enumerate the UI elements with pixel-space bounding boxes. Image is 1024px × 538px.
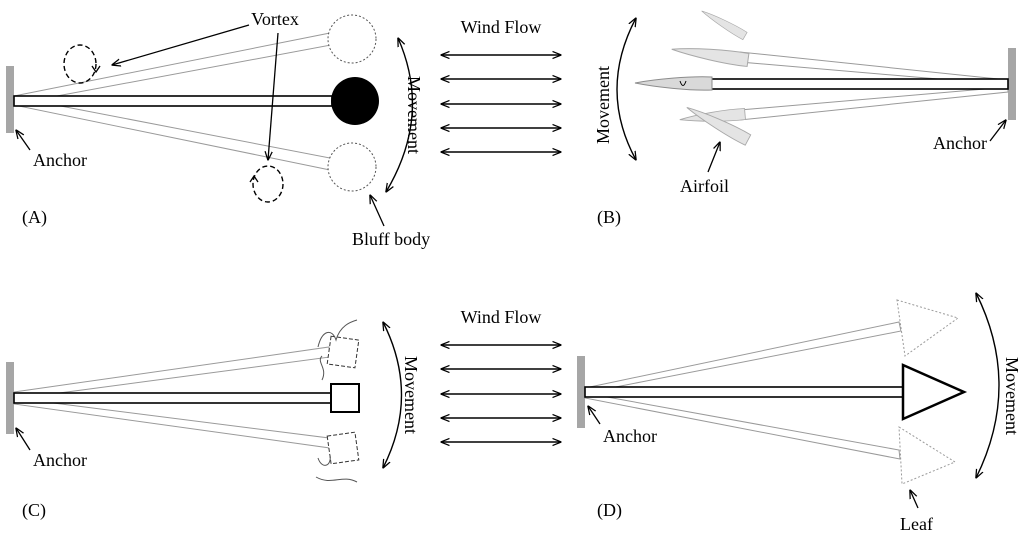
- anchor-a: [6, 66, 14, 133]
- leaf-label: Leaf: [900, 514, 933, 534]
- movement-label-b: Movement: [593, 66, 613, 144]
- anchor-label-c: Anchor: [33, 450, 87, 470]
- panel-c: Movement Anchor (C): [6, 319, 421, 521]
- anchor-b: [1008, 48, 1016, 120]
- beam-c: [13, 392, 332, 404]
- airfoil-ghost-lower-tilted: [686, 107, 752, 146]
- beam-a: [13, 95, 333, 107]
- movement-arrow-d: [976, 293, 1000, 478]
- panel-a: Vortex Movement Anchor Bluff body (A): [6, 9, 430, 249]
- panel-a-tag: (A): [22, 207, 47, 228]
- vortex-upper: [63, 44, 97, 84]
- vortex-lower: [252, 165, 284, 203]
- anchor-c: [6, 362, 14, 434]
- vortex-pointer-upper: [112, 24, 250, 65]
- movement-arrow-b: [616, 18, 636, 160]
- vortex-upper-rotation-arrow: [91, 65, 101, 74]
- panel-b: Movement Anchor Airfoil (B): [593, 10, 1016, 228]
- anchor-d: [577, 356, 585, 428]
- bluff-body: [331, 77, 379, 125]
- panel-c-tag: (C): [22, 500, 46, 521]
- wind-flow-top: Wind Flow: [441, 17, 561, 152]
- bluff-body-pointer: [370, 195, 385, 227]
- anchor-pointer-a: [16, 130, 31, 151]
- wind-flow-bottom: Wind Flow: [441, 307, 561, 442]
- square-body: [330, 383, 360, 413]
- wind-flow-label-bottom: Wind Flow: [461, 307, 542, 327]
- airfoil-label: Airfoil: [680, 176, 729, 196]
- panel-d: Movement Anchor Leaf (D): [577, 293, 1022, 534]
- vortex-label: Vortex: [251, 9, 299, 29]
- leaf-ghost-upper: [896, 299, 960, 357]
- beam-d: [584, 386, 905, 398]
- airfoil-pointer: [707, 142, 720, 173]
- movement-label-a: Movement: [404, 76, 424, 154]
- bluff-body-label: Bluff body: [352, 229, 430, 249]
- wake-line-upper-curl: [319, 355, 325, 381]
- vortex-pointer-lower: [268, 32, 279, 160]
- panel-b-tag: (B): [597, 207, 621, 228]
- bluff-body-ghost-upper: [327, 14, 377, 64]
- beam-b: [709, 78, 1009, 90]
- anchor-pointer-b: [989, 120, 1006, 142]
- square-body-ghost-upper: [326, 335, 360, 369]
- ghost-beam-d-upper: [584, 321, 902, 394]
- anchor-label-d: Anchor: [603, 426, 657, 446]
- wake-line-lower: [315, 476, 358, 483]
- leaf-pointer: [910, 490, 919, 509]
- wake-line-lower-curl: [317, 454, 331, 466]
- movement-arrow-c: [383, 322, 403, 468]
- bluff-body-ghost-lower: [327, 142, 377, 192]
- anchor-label-a: Anchor: [33, 150, 87, 170]
- airfoil: [634, 76, 713, 91]
- airfoil-ghost-upper-tilted: [701, 10, 748, 41]
- wind-flow-label-top: Wind Flow: [461, 17, 542, 37]
- movement-arrow-a: [386, 38, 414, 192]
- vortex-lower-rotation-arrow: [249, 174, 259, 183]
- leaf-ghost-lower: [898, 426, 957, 485]
- airfoil-pivot-mark: [679, 80, 687, 86]
- anchor-pointer-c: [16, 428, 31, 451]
- square-body-ghost-lower: [326, 431, 360, 465]
- ghost-beam-b-lower: [739, 86, 1009, 121]
- wake-line-upper: [317, 319, 358, 348]
- airfoil-ghost-lower: [679, 108, 746, 122]
- ghost-beam-c-lower: [13, 397, 331, 449]
- ghost-beam-c-upper: [13, 346, 331, 400]
- movement-label-d: Movement: [1002, 357, 1022, 435]
- airfoil-ghost-upper: [671, 48, 750, 67]
- anchor-pointer-d: [588, 406, 601, 425]
- leaf: [901, 363, 968, 421]
- anchor-label-b: Anchor: [933, 133, 987, 153]
- panel-d-tag: (D): [597, 500, 622, 521]
- ghost-beam-a-upper: [13, 32, 332, 105]
- movement-label-c: Movement: [401, 356, 421, 434]
